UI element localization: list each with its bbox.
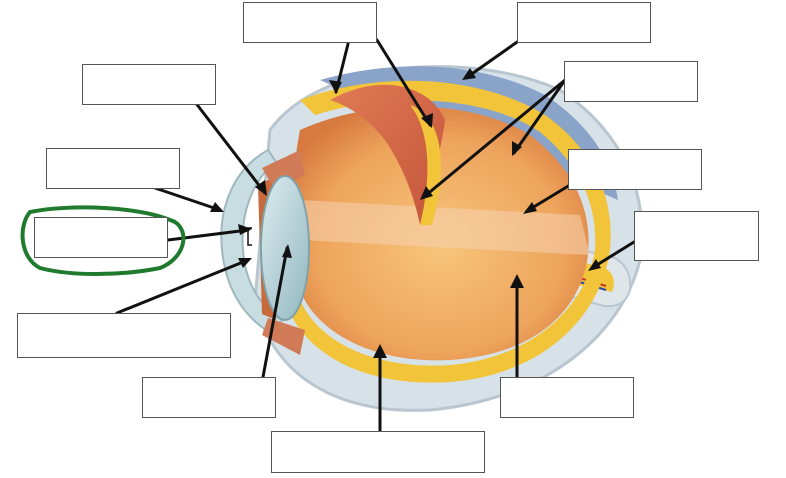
label-box-upper-left[interactable]: [82, 64, 216, 105]
highlight-circle: [20, 205, 186, 276]
label-box-bottom-right[interactable]: [500, 377, 634, 418]
label-box-top-center[interactable]: [243, 2, 377, 43]
label-box-left-4[interactable]: [17, 313, 231, 358]
arrow-heads: [210, 68, 601, 358]
peeled-flap: [330, 84, 445, 225]
label-box-left-3[interactable]: [34, 217, 168, 258]
label-box-right-2[interactable]: [568, 149, 702, 190]
label-box-right-1[interactable]: [564, 61, 698, 102]
pointer-arrows: [115, 38, 636, 432]
label-box-top-right[interactable]: [517, 2, 651, 43]
label-box-right-3[interactable]: [634, 211, 759, 261]
label-box-bottom-left[interactable]: [142, 377, 276, 418]
retina-layer: [285, 80, 611, 383]
label-box-bottom-center[interactable]: [271, 431, 485, 473]
label-box-left-2[interactable]: [46, 148, 180, 189]
lens: [260, 175, 310, 321]
